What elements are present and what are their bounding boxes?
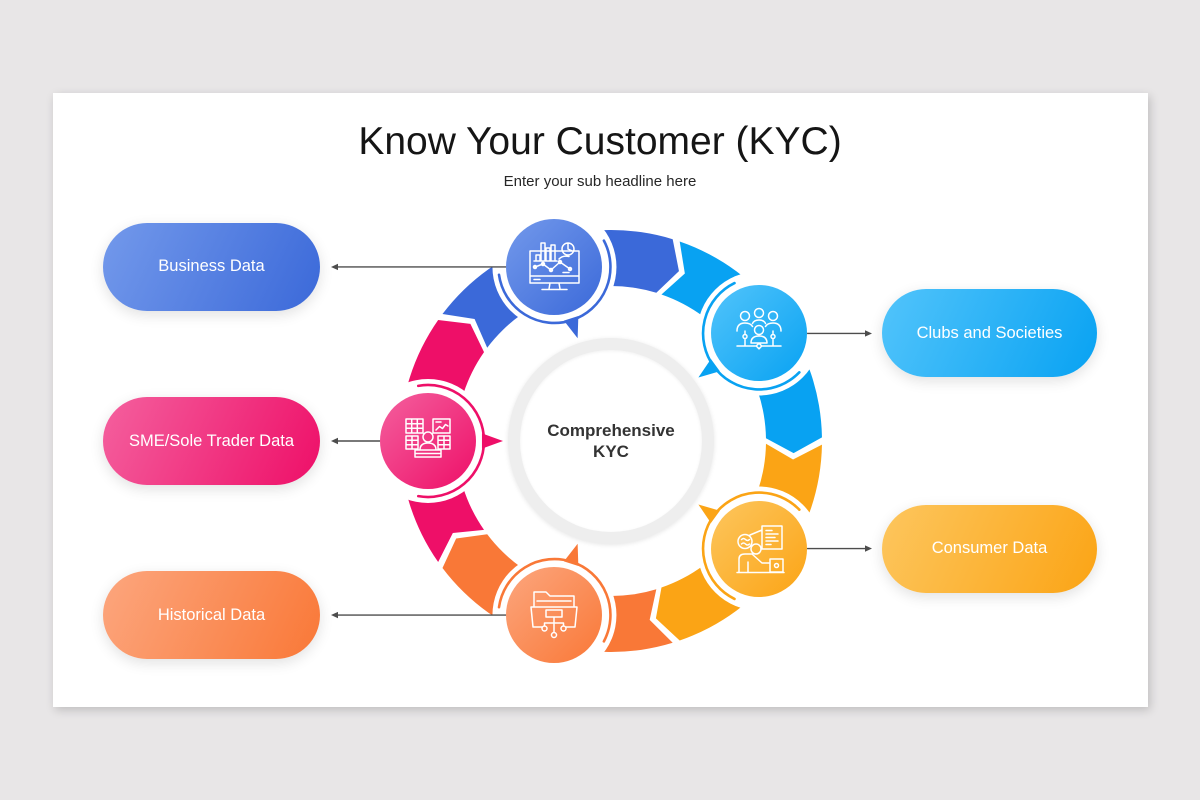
callout-pointer-historical xyxy=(563,543,579,567)
label-pill-consumer: Consumer Data xyxy=(882,504,1097,593)
label-pill-clubs: Clubs and Societies xyxy=(882,289,1097,378)
monitor-analytics-icon xyxy=(529,242,581,291)
label-pill-business: Business Data xyxy=(103,222,320,311)
label-pill-text: Clubs and Societies xyxy=(916,323,1063,342)
icon-glyph xyxy=(530,591,579,639)
label-pill-text: Business Data xyxy=(158,257,265,276)
folder-network-icon xyxy=(530,591,579,639)
node-clubs xyxy=(711,285,808,382)
callout-pointer-business xyxy=(563,315,579,339)
center-hub: Comprehensive KYC xyxy=(508,338,714,544)
node-callouts xyxy=(416,239,801,643)
arrowhead-left-icon xyxy=(331,611,338,619)
people-group-icon xyxy=(736,308,782,350)
callout-pointer-clubs xyxy=(698,359,720,378)
label-pill-text: Historical Data xyxy=(157,605,266,624)
center-label-line-2: KYC xyxy=(593,442,629,461)
person-laptop-icon xyxy=(736,524,785,573)
label-pill-text: SME/Sole Trader Data xyxy=(128,431,295,450)
center-label-line-1: Comprehensive xyxy=(547,421,675,440)
icon-glyph xyxy=(529,242,581,291)
arrowhead-left-icon xyxy=(331,437,338,445)
callout-pointer-sme xyxy=(481,433,503,449)
center-hub-core: Comprehensive KYC xyxy=(520,350,702,532)
icon-glyph xyxy=(736,308,782,350)
icon-glyph xyxy=(736,524,785,573)
node-business xyxy=(506,218,603,315)
callout-pointer-consumer xyxy=(698,504,720,523)
arrowhead-right-icon xyxy=(865,545,872,552)
node-sme xyxy=(380,393,476,489)
connectors xyxy=(331,263,872,619)
trader-screens-icon xyxy=(405,418,451,458)
label-pill-text: Consumer Data xyxy=(931,539,1048,558)
slide-title: Know Your Customer (KYC) xyxy=(358,119,842,163)
slide-subtitle: Enter your sub headline here xyxy=(503,173,697,190)
label-pill-historical: Historical Data xyxy=(103,571,320,660)
label-pill-sme: SME/Sole Trader Data xyxy=(103,397,320,485)
center-label: Comprehensive KYC xyxy=(520,350,702,532)
arrowhead-left-icon xyxy=(331,263,338,271)
node-consumer xyxy=(711,500,808,597)
icon-glyph xyxy=(405,418,451,458)
arrowhead-right-icon xyxy=(865,330,872,337)
node-historical xyxy=(506,567,603,664)
